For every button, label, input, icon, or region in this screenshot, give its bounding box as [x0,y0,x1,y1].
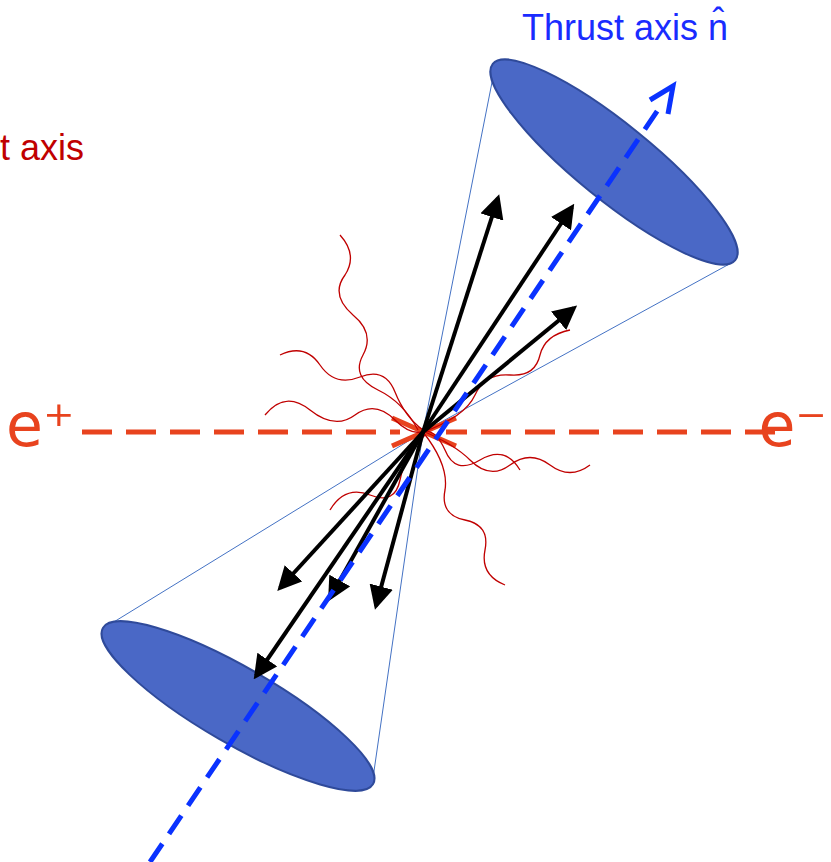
jet-cones [84,34,759,817]
radiation-lines [265,235,590,585]
beam-label: e⁻ [758,392,827,458]
particle-tracks [256,198,574,676]
thrust-axis [150,86,673,862]
axis-label: t axis [0,128,84,168]
axis-label: Thrust axis n̂ [522,8,728,48]
beam-label: e⁺ [6,392,75,458]
